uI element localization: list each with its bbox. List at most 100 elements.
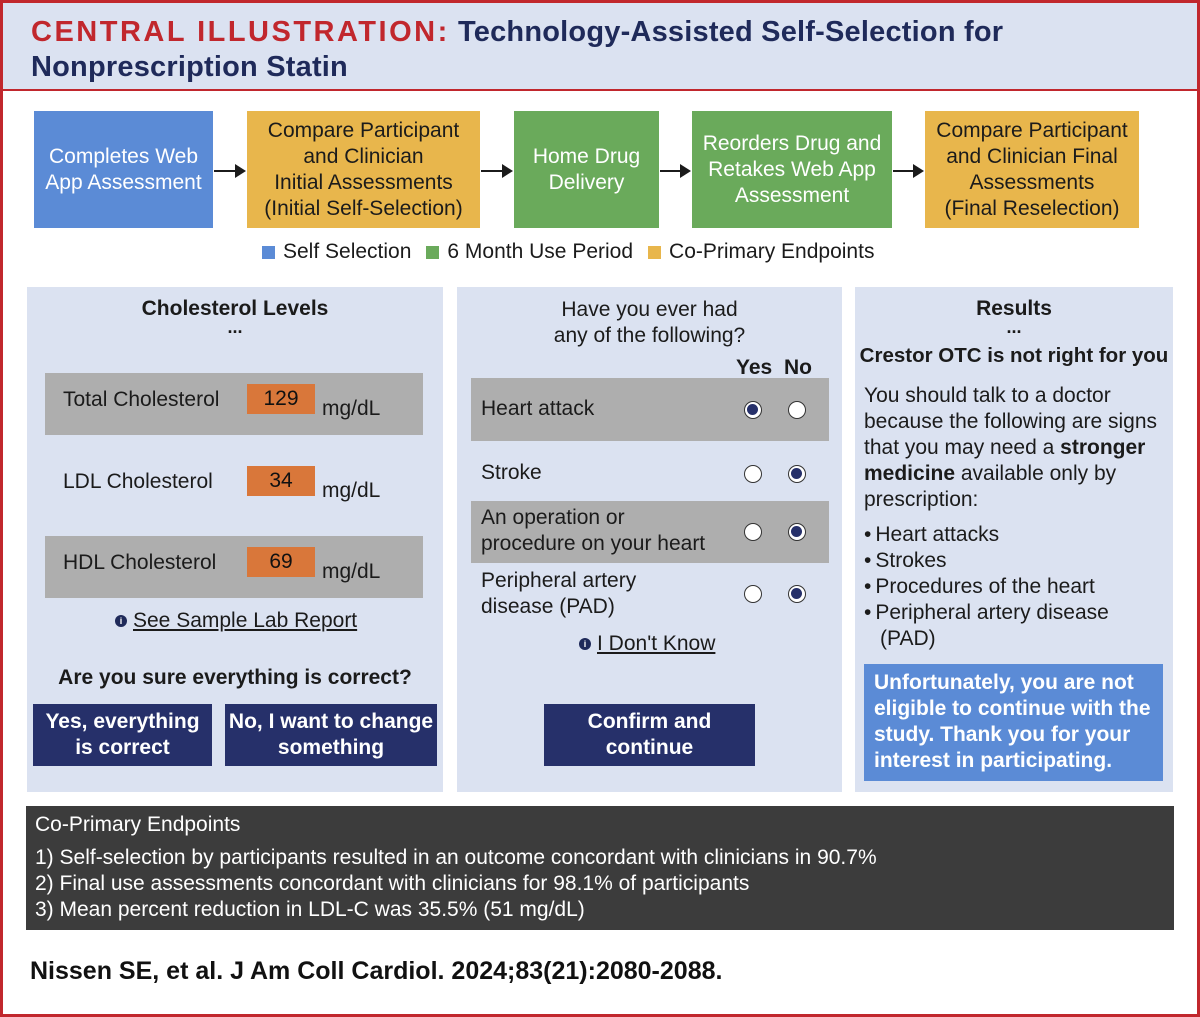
row-unit: mg/dL bbox=[322, 560, 381, 583]
endpoints-heading: Co-Primary Endpoints bbox=[35, 813, 241, 836]
body-line: available only by bbox=[955, 462, 1117, 485]
flow-arrow-4 bbox=[893, 164, 924, 178]
results-subtitle: Crestor OTC is not right for you bbox=[859, 344, 1169, 367]
heart-attack-no-radio[interactable] bbox=[788, 401, 806, 419]
flow-step-5-line-1: Compare Participant bbox=[936, 118, 1128, 142]
legend-swatch-green bbox=[426, 245, 440, 259]
button-line: continue bbox=[605, 736, 694, 759]
flow-step-3-line-2: Delivery bbox=[548, 170, 625, 194]
results-title: Results bbox=[976, 297, 1052, 320]
question-text: Heart attack bbox=[481, 397, 595, 420]
legend-item-self-selection: Self Selection bbox=[262, 240, 411, 264]
header-title-part1: Technology-Assisted Self-Selection for bbox=[458, 16, 1004, 48]
legend-item-use-period: 6 Month Use Period bbox=[426, 240, 633, 264]
header-lead: CENTRAL ILLUSTRATION: bbox=[31, 16, 450, 48]
flow-step-4-line-1: Reorders Drug and bbox=[702, 131, 882, 155]
body-line: prescription: bbox=[864, 488, 979, 511]
body-bold: medicine bbox=[864, 462, 956, 485]
legend: Self Selection 6 Month Use Period Co-Pri… bbox=[262, 240, 889, 264]
bullet-continuation: (PAD) bbox=[880, 627, 936, 650]
citation: Nissen SE, et al. J Am Coll Cardiol. 202… bbox=[30, 957, 723, 985]
dont-know-link[interactable]: i I Don't Know bbox=[579, 632, 715, 656]
flow-step-2-line-1: Compare Participant bbox=[267, 118, 460, 142]
notice-line: interest in participating. bbox=[874, 749, 1113, 772]
co-primary-endpoints-box: Co-Primary Endpoints 1) Self-selection b… bbox=[26, 806, 1174, 930]
info-icon: i bbox=[579, 638, 591, 650]
cholesterol-panel: Cholesterol Levels ... Total Cholesterol… bbox=[27, 287, 443, 792]
endpoint-item: 3) Mean percent reduction in LDL-C was 3… bbox=[35, 898, 585, 921]
flow-step-2-line-3: Initial Assessments bbox=[274, 170, 453, 194]
row-unit: mg/dL bbox=[322, 397, 381, 420]
flow-step-5-line-2: and Clinician Final bbox=[946, 144, 1118, 168]
flow-step-1-line-1: Completes Web bbox=[48, 144, 198, 168]
heart-attack-yes-radio[interactable] bbox=[744, 401, 762, 419]
body-bold: stronger bbox=[1060, 436, 1146, 459]
row-label: HDL Cholesterol bbox=[63, 551, 217, 574]
results-panel: Results ... Crestor OTC is not right for… bbox=[855, 287, 1173, 792]
flow-step-5-line-4: (Final Reselection) bbox=[944, 196, 1120, 220]
stroke-yes-radio[interactable] bbox=[744, 465, 762, 483]
header-title-line-2: Nonprescription Statin bbox=[31, 51, 348, 83]
flow-step-3-line-1: Home Drug bbox=[532, 144, 641, 168]
ldl-cholesterol-value[interactable]: 34 bbox=[247, 466, 315, 496]
legend-swatch-blue bbox=[262, 245, 275, 259]
pad-no-radio[interactable] bbox=[788, 585, 806, 603]
procedure-no-radio[interactable] bbox=[788, 523, 806, 541]
results-body: You should talk to a doctor because the … bbox=[864, 383, 1174, 513]
flow-step-5-line-3: Assessments bbox=[969, 170, 1095, 194]
flow-step-2-line-2: and Clinician bbox=[303, 144, 424, 168]
pad-yes-radio[interactable] bbox=[744, 585, 762, 603]
cholesterol-row-total: Total Cholesterol 129 mg/dL bbox=[45, 373, 423, 435]
question-pad: Peripheral artery disease (PAD) bbox=[471, 565, 829, 627]
question-heart-attack: Heart attack bbox=[471, 378, 829, 441]
results-dots: ... bbox=[1006, 317, 1022, 337]
stroke-no-radio[interactable] bbox=[788, 465, 806, 483]
notice-line: Unfortunately, you are not bbox=[874, 671, 1134, 694]
flow-step-4-line-3: Assessment bbox=[734, 183, 850, 207]
confirm-question: Are you sure everything is correct? bbox=[58, 666, 412, 689]
question-text: Peripheral artery disease (PAD) bbox=[481, 568, 636, 620]
title-line: Have you ever had bbox=[561, 298, 738, 321]
hdl-cholesterol-value[interactable]: 69 bbox=[247, 547, 315, 577]
ineligible-notice: Unfortunately, you are not eligible to c… bbox=[864, 664, 1163, 781]
total-cholesterol-value[interactable]: 129 bbox=[247, 384, 315, 414]
dont-know-label: I Don't Know bbox=[597, 632, 716, 655]
row-unit: mg/dL bbox=[322, 479, 381, 502]
cholesterol-row-hdl: HDL Cholesterol 69 mg/dL bbox=[45, 536, 423, 598]
cholesterol-dots: ... bbox=[227, 317, 243, 337]
question-text: Stroke bbox=[481, 461, 542, 484]
body-line: that you may need a bbox=[864, 436, 1061, 459]
flow-arrow-3 bbox=[660, 164, 691, 178]
flow-step-1-line-2: App Assessment bbox=[45, 170, 202, 194]
question-line: disease (PAD) bbox=[481, 595, 615, 618]
flow-step-2-line-4: (Initial Self-Selection) bbox=[264, 196, 463, 220]
endpoint-item: 2) Final use assessments concordant with… bbox=[35, 872, 750, 895]
legend-label: 6 Month Use Period bbox=[447, 240, 634, 263]
legend-label: Self Selection bbox=[283, 240, 412, 263]
question-line: Peripheral artery bbox=[481, 569, 637, 592]
bullet-item: Procedures of the heart bbox=[864, 574, 1109, 600]
button-line: Yes, everything bbox=[45, 710, 200, 733]
flow-arrow-2 bbox=[481, 164, 513, 178]
flow-arrow-1 bbox=[214, 164, 246, 178]
row-label: LDL Cholesterol bbox=[63, 470, 213, 493]
column-header-no: No bbox=[784, 356, 812, 379]
row-label: Total Cholesterol bbox=[63, 388, 220, 411]
legend-swatch-gold bbox=[648, 245, 662, 259]
legend-item-co-primary: Co-Primary Endpoints bbox=[648, 240, 874, 264]
procedure-yes-radio[interactable] bbox=[744, 523, 762, 541]
question-stroke: Stroke bbox=[471, 447, 829, 499]
